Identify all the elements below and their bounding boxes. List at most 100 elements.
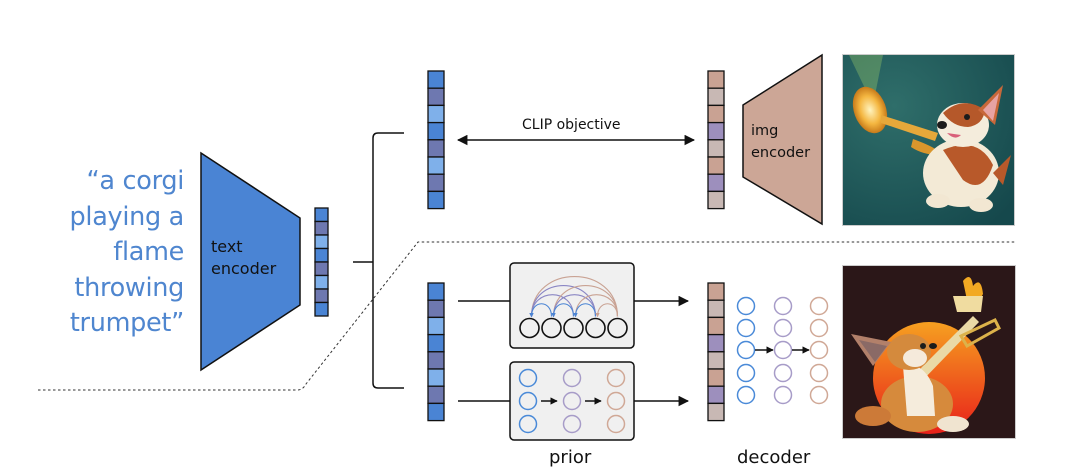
decoder-input-image-embedding xyxy=(707,282,725,422)
corgi-trumpet-image-bottom xyxy=(843,266,1015,438)
branch-bracket xyxy=(372,132,404,389)
embedding-cell xyxy=(707,368,725,387)
prior-autoregressive-box xyxy=(509,262,635,349)
embedding-cell xyxy=(427,402,445,422)
diffusion-prior-nodes xyxy=(518,368,626,434)
decoder-label: decoder xyxy=(737,447,811,468)
prior-label: prior xyxy=(549,447,592,468)
embedding-cell xyxy=(707,402,725,422)
attention-arc xyxy=(529,275,619,318)
decoder-node xyxy=(773,363,793,383)
decoder-node xyxy=(736,318,756,338)
embedding-cell xyxy=(427,351,445,370)
embedding-cell xyxy=(707,316,725,336)
embedding-cell xyxy=(427,299,445,319)
embedding-cell xyxy=(707,87,725,107)
decoder-node xyxy=(736,363,756,383)
diffusion-node xyxy=(518,368,538,388)
token-node xyxy=(585,317,606,339)
diffusion-node xyxy=(562,414,582,434)
clip-text-embedding-vector xyxy=(427,70,445,210)
token-node xyxy=(519,317,540,339)
decoder-node xyxy=(773,385,793,405)
separator-dotted-line xyxy=(38,241,1015,391)
decoder-node xyxy=(736,385,756,405)
embedding-cell xyxy=(707,156,725,175)
text-encoder-label: text encoder xyxy=(211,236,276,280)
embedding-cell xyxy=(707,104,725,124)
img-encoder-label-line2: encoder xyxy=(751,145,811,161)
prior-input-text-embedding xyxy=(427,282,445,422)
embedding-cell xyxy=(314,288,329,304)
embedding-cell xyxy=(427,282,445,301)
embedding-cell xyxy=(427,316,445,336)
clip-objective-label: CLIP objective xyxy=(522,117,621,133)
attention-arc xyxy=(551,303,575,318)
decoder-node xyxy=(809,363,829,383)
decoder-node xyxy=(773,340,793,360)
attention-arc xyxy=(573,303,597,318)
clip-training-image xyxy=(842,54,1015,226)
diffusion-node xyxy=(518,391,538,411)
attention-arc xyxy=(595,303,619,318)
prior-diffusion-box xyxy=(509,361,635,441)
text-encoder-shape xyxy=(200,151,301,372)
embedding-cell xyxy=(427,70,445,89)
token-node xyxy=(563,317,584,339)
embedding-cell xyxy=(427,190,445,210)
embedding-cell xyxy=(427,173,445,193)
prompt-caption: “a corgi playing a flame throwing trumpe… xyxy=(69,164,185,342)
embedding-cell xyxy=(707,333,725,353)
embedding-cell xyxy=(707,173,725,193)
caption-line: “a corgi xyxy=(86,166,185,196)
diffusion-node xyxy=(606,368,626,388)
decoder-node xyxy=(809,340,829,360)
decoder-output-image xyxy=(842,265,1016,439)
embedding-cell xyxy=(427,385,445,405)
embedding-cell xyxy=(707,351,725,370)
diffusion-node xyxy=(606,391,626,411)
img-encoder-shape xyxy=(742,53,823,226)
embedding-cell xyxy=(314,274,329,290)
caption-line: trumpet” xyxy=(69,308,184,338)
embedding-cell xyxy=(707,190,725,210)
diffusion-node xyxy=(606,414,626,434)
embedding-cell xyxy=(427,368,445,387)
diffusion-node xyxy=(562,368,582,388)
embedding-cell xyxy=(314,261,329,277)
attention-arc xyxy=(573,294,619,318)
decoder-node xyxy=(736,340,756,360)
text-encoder-label-line2: encoder xyxy=(211,259,277,278)
embedding-cell xyxy=(707,385,725,405)
img-encoder-label-line1: img xyxy=(751,123,779,139)
attention-arc xyxy=(551,285,619,318)
embedding-cell xyxy=(314,234,329,250)
embedding-cell xyxy=(314,301,329,317)
text-encoder-label-line1: text xyxy=(211,237,243,256)
embedding-cell xyxy=(314,207,329,223)
attention-arc xyxy=(529,294,575,318)
diffusion-node xyxy=(518,414,538,434)
attention-arc xyxy=(529,285,597,318)
embedding-cell xyxy=(427,333,445,353)
decoder-node xyxy=(809,385,829,405)
embedding-cell xyxy=(707,70,725,89)
decoder-node xyxy=(809,296,829,316)
embedding-cell xyxy=(707,299,725,319)
attention-arc xyxy=(551,294,597,318)
caption-line: playing a xyxy=(69,201,185,232)
corgi-trumpet-image-top xyxy=(843,55,1014,225)
embedding-cell xyxy=(707,121,725,141)
autoregressive-prior-nodes xyxy=(519,275,628,339)
diffusion-node xyxy=(562,391,582,411)
embedding-vectors xyxy=(314,70,725,422)
text-embedding-vector xyxy=(314,207,329,317)
decoder-node xyxy=(773,296,793,316)
caption-line: throwing xyxy=(74,272,184,303)
embedding-cell xyxy=(427,104,445,124)
embedding-cell xyxy=(427,156,445,175)
token-node xyxy=(541,317,562,339)
embedding-cell xyxy=(427,87,445,107)
